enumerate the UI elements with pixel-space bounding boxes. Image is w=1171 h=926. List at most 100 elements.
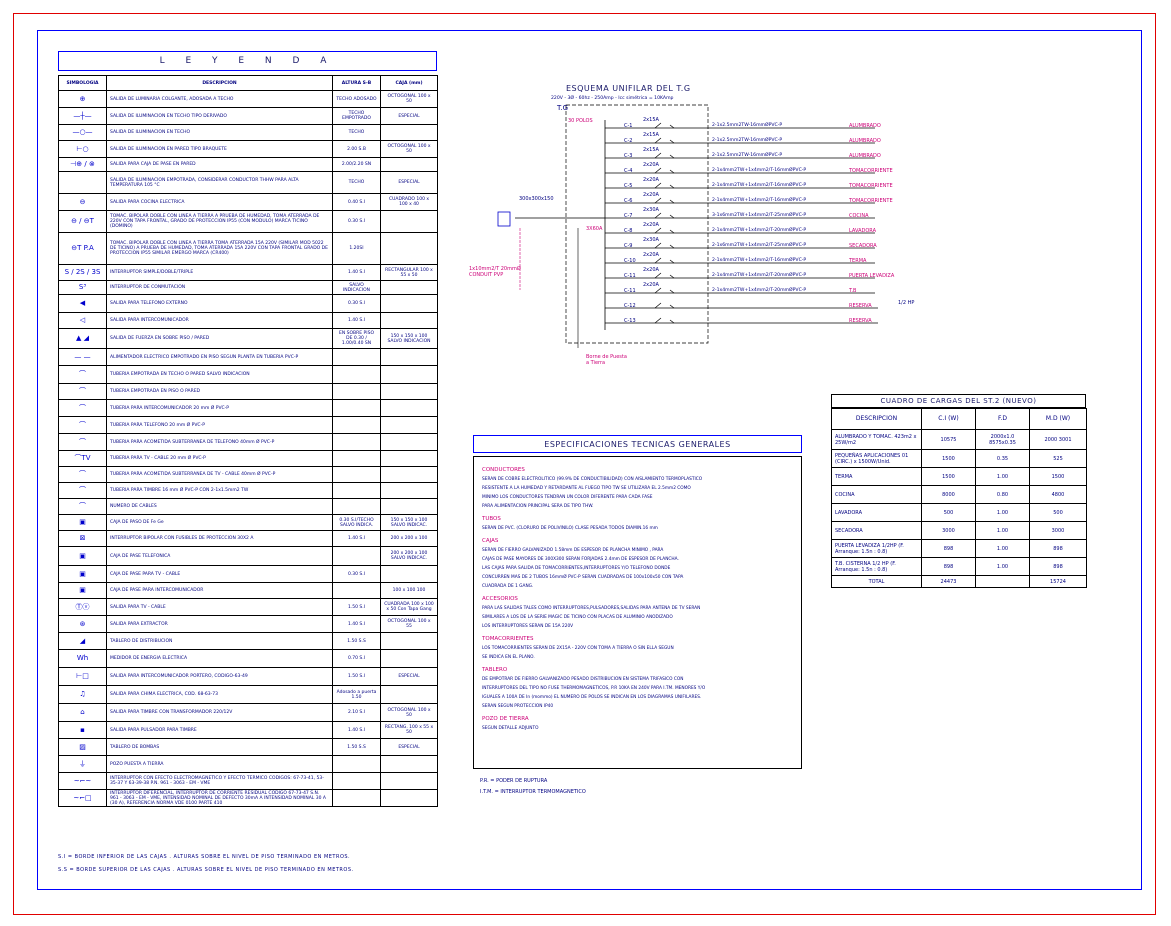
legend-symbol <box>58 171 107 194</box>
legend-description: SALIDA DE FUERZA EN SOBRE PISO / PARED <box>106 328 333 349</box>
legend-description: TABLERO DE DISTRIBUCION <box>106 632 333 650</box>
pump-label: 1/2 HP <box>898 300 915 306</box>
legend-box: ESPECIAL <box>380 107 438 125</box>
spec-line: LOS INTERRUPTORES SERAN DE 15A 220V <box>482 624 574 629</box>
spec-line: SERAN DE FIERRO GALVANIZADO 1.58mm DE ES… <box>482 548 664 553</box>
legend-symbol: Ⓣⓥ <box>58 598 107 616</box>
legend-height: EN SOBRE PISO DE 0.30 / 1.00/0.40 SN <box>332 328 381 349</box>
load-cell-md: 525 <box>1029 449 1087 468</box>
legend-row: ⌒NUMERO DE CABLES <box>58 498 438 515</box>
legend-box: OCTOGONAL 100 x 50 <box>380 703 438 722</box>
load-row: T.B. CISTERNA 1/2 HP (F. Arranque: 1.5n … <box>831 557 1087 576</box>
load-row: PEQUEÑAS APLICACIONES 01 (CIRC.) x 1500W… <box>831 449 1087 468</box>
circuit-name: PUERTA LEVADIZA <box>849 273 895 279</box>
legend-symbol: ⊢○ <box>58 140 107 158</box>
legend-height <box>332 546 381 566</box>
load-cell-ci: 898 <box>921 557 976 576</box>
legend-box <box>380 565 438 583</box>
legend-description: SALIDA PARA TIMBRE CON TRANSFORMADOR 220… <box>106 703 333 722</box>
breaker-symbol <box>654 257 675 264</box>
legend-symbol: ⊕ <box>58 90 107 108</box>
legend-symbol: ⊖ <box>58 193 107 211</box>
load-cell-md: 898 <box>1029 539 1087 558</box>
legend-height: 2.00/2.20 SN <box>332 157 381 172</box>
meter-box <box>497 211 511 227</box>
legend-row: ⌒TUBERIA PARA TELEFONO 20 mm Ø PVC-P <box>58 416 438 434</box>
spec-line: DE EMPOTRAR DE FIERRO GALVANIZADO PESADO… <box>482 677 684 682</box>
spec-line: SEGUN DETALLE ADJUNTO <box>482 726 539 731</box>
legend-symbol: ⌒ <box>58 365 107 384</box>
circuit-conductor: 2-1x4mm2TW+1x4mm2/T-16mmØPVC-P <box>712 198 807 203</box>
legend-symbol: ⊣⊕ / ⊗ <box>58 157 107 172</box>
circuit-conductor: 2-1x2.5mm2TW-16mmØPVC-P <box>712 153 783 158</box>
load-row: PUERTA LEVADIZA 1/2HP (F. Arranque: 1.5n… <box>831 539 1087 558</box>
legend-description: SALIDA PARA CAJA DE PASE EN PARED <box>106 157 333 172</box>
circuit-name: SECADORA <box>849 243 877 249</box>
load-cell-fd: 0.35 <box>975 449 1030 468</box>
legend-description: CAJA DE PASO DE Fe Ge <box>106 514 333 531</box>
single-line-diagram <box>497 104 878 348</box>
legend-symbol: ⌒ <box>58 416 107 434</box>
legend-description: INTERRUPTOR CON EFECTO ELECTROMAGNETICO … <box>106 772 333 790</box>
legend-box <box>380 348 438 366</box>
legend-symbol: ⏚ <box>58 755 107 773</box>
circuit-conductor: 2-1x4mm2TW+1x4mm2/T-20mmØPVC-P <box>712 273 807 278</box>
spec-line: SERAN SEGUN PROTECCION IP40 <box>482 704 554 709</box>
legend-symbol: ▨ <box>58 738 107 756</box>
spec-line: MINIMO LOS CONDUCTORES TENDRAN UN COLOR … <box>482 495 653 500</box>
circuit-id: C-9 <box>624 243 633 249</box>
legend-symbol: Wh <box>58 649 107 668</box>
legend-box <box>380 280 438 295</box>
legend-description: CAJA DE PASE PARA INTERCOMUNICADOR <box>106 582 333 599</box>
legend-symbol: ⌒TV <box>58 450 107 467</box>
legend-box <box>380 498 438 515</box>
circuit-id: C-5 <box>624 183 633 189</box>
legend-box: 200 x 200 x 100 SALVO INDICAC. <box>380 546 438 566</box>
legend-row: SALIDA DE ILUMINACION EMPOTRADA, CONSIDE… <box>58 171 438 194</box>
legend-description: CAJA DE PASE TELEFONICA <box>106 546 333 566</box>
legend-height <box>332 789 381 807</box>
load-cell-md: 4800 <box>1029 485 1087 504</box>
board-poles-label: 30 POLOS <box>568 118 593 124</box>
legend-height <box>332 582 381 599</box>
circuit-breaker: 2x20A <box>643 162 659 168</box>
legend-height: 0.30 S.I/TECHO SALVO INDICA. <box>332 514 381 531</box>
breaker-symbol <box>654 182 675 189</box>
legend-description: SALIDA PARA INTERCOMUNICADOR PORTERO, CO… <box>106 667 333 686</box>
schema-subtitle: 220V - 3Ø - 60hz - 250Amp - Icc simétric… <box>551 96 674 101</box>
load-cell-d: PUERTA LEVADIZA 1/2HP (F. Arranque: 1.5n… <box>831 539 922 558</box>
schema-title: ESQUEMA UNIFILAR DEL T.G <box>566 84 691 93</box>
circuit-breaker: 2x20A <box>643 177 659 183</box>
legend-height: 2.00 S.B <box>332 140 381 158</box>
legend-symbol: S / 2S / 3S <box>58 264 107 281</box>
load-cell-md: 500 <box>1029 503 1087 522</box>
circuit-name: ALUMBRADO <box>849 138 881 144</box>
legend-row: ⌒TUBERIA PARA ACOMETIDA SUBTERRANEA DE T… <box>58 433 438 451</box>
legend-row: ~⌐~INTERRUPTOR CON EFECTO ELECTROMAGNETI… <box>58 772 438 790</box>
legend-box <box>380 312 438 329</box>
legend-height: TECHO EMPOTRADO <box>332 107 381 125</box>
circuit-id: C-1 <box>624 123 633 129</box>
legend-description: TABLERO DE BOMBAS <box>106 738 333 756</box>
legend-box <box>380 294 438 313</box>
legend-height: Adosado a puerta 1.50 <box>332 685 381 704</box>
circuit-breaker: 2x20A <box>643 252 659 258</box>
load-cell-md: 898 <box>1029 557 1087 576</box>
circuit-name: TOMACORRIENTE <box>849 183 893 189</box>
breaker-symbol <box>654 227 675 234</box>
breaker-symbol <box>654 212 675 219</box>
circuit-breaker: 2x20A <box>643 192 659 198</box>
legend-height <box>332 755 381 773</box>
spec-line: IGUALES A 100A DE In (mommo) EL NUMERO D… <box>482 695 702 700</box>
legend-height <box>332 466 381 483</box>
legend-box <box>380 755 438 773</box>
legend-symbol: ⌒ <box>58 433 107 451</box>
legend-box <box>380 450 438 467</box>
